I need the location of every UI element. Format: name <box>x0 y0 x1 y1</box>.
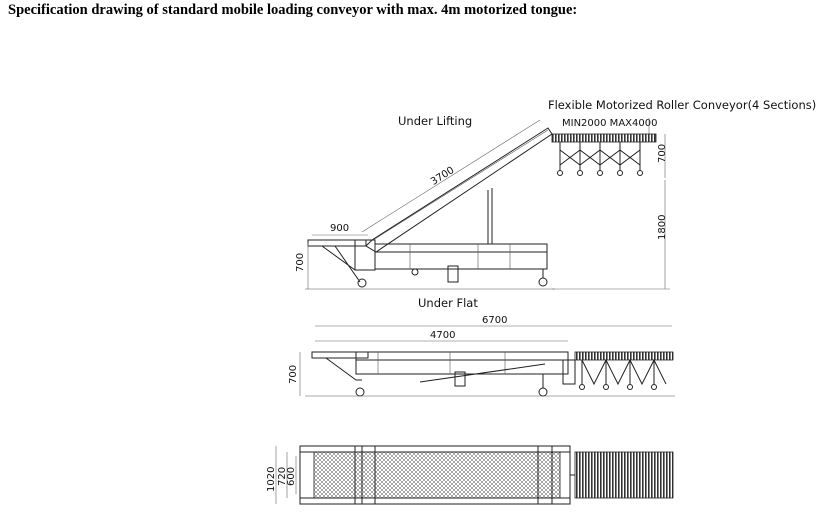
page-title: Specification drawing of standard mobile… <box>8 2 578 18</box>
flexible-conveyor-label: Flexible Motorized Roller Conveyor(4 Sec… <box>548 98 816 112</box>
wheel-right <box>538 277 548 287</box>
overall-length-dim: 6700 <box>482 315 507 326</box>
plan-belt-mesh <box>313 451 561 499</box>
under-flat-label: Under Flat <box>418 296 478 310</box>
flex-range-label: MIN2000 MAX4000 <box>562 118 657 129</box>
under-lifting-label: Under Lifting <box>398 114 472 128</box>
plan-flex-rollers <box>574 451 674 499</box>
base-frame <box>374 243 548 270</box>
flat-body <box>355 351 569 375</box>
body-length-dim: 4700 <box>430 330 455 341</box>
width-outer-dim: 1020 <box>266 467 277 492</box>
width-inner-dim: 600 <box>286 467 297 486</box>
lift-height-dim: 1800 <box>657 215 668 240</box>
wheel-left <box>357 278 367 288</box>
lift-jack <box>447 265 459 283</box>
flat-tongue <box>311 351 369 359</box>
flat-view: Under Flat 6700 4700 <box>288 296 675 397</box>
tongue-length-dim: 900 <box>330 223 349 234</box>
tongue-platform <box>307 239 367 247</box>
lifting-view: Flexible Motorized Roller Conveyor(4 Sec… <box>295 98 816 290</box>
inclined-belt <box>365 127 553 253</box>
flex-roller-bed <box>551 133 657 143</box>
incline-length-dim: 3700 <box>429 165 456 188</box>
height-left-top-dim: 700 <box>295 253 306 272</box>
height-left-mid-dim: 700 <box>288 365 299 384</box>
flat-flex-roller-bed <box>574 351 674 361</box>
plan-view: 1020 720 600 <box>266 445 674 505</box>
flex-height-dim: 700 <box>657 144 668 163</box>
width-mid-dim: 720 <box>277 467 288 486</box>
